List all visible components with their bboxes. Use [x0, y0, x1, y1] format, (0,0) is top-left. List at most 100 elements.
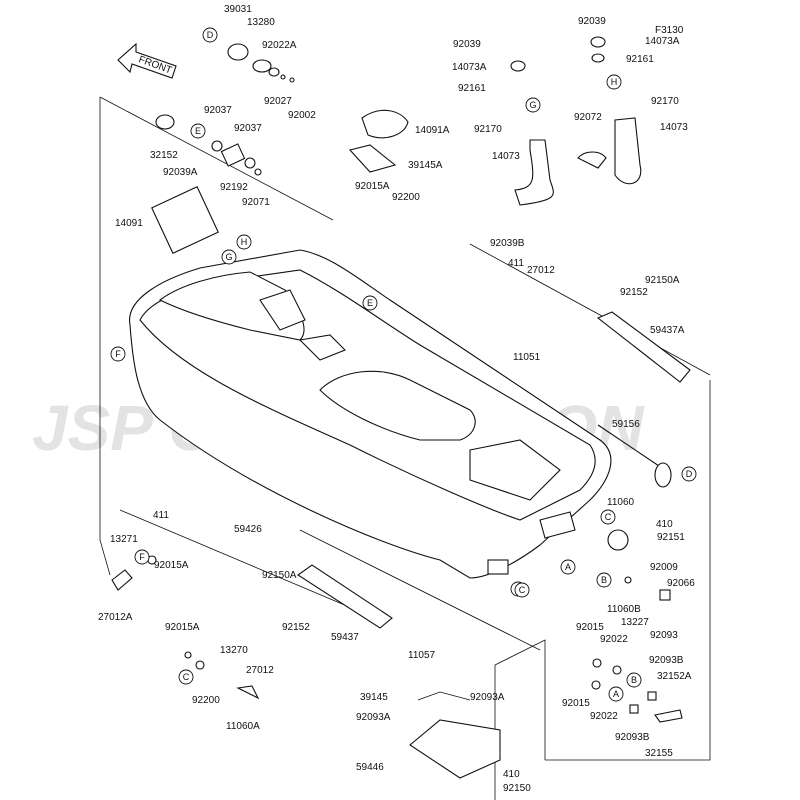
part-label-22: 11051: [513, 352, 541, 363]
part-label-59: 92150: [503, 783, 531, 794]
intake-tubes: [510, 36, 642, 206]
part-label-44: 27012A: [98, 612, 133, 623]
callout-e-5: E: [362, 295, 378, 311]
svg-text:A: A: [613, 689, 619, 699]
part-label-60: 92039: [578, 16, 606, 27]
part-label-53: 11057: [408, 650, 436, 661]
part-label-64: 92072: [574, 112, 602, 123]
callout-f-4: F: [110, 346, 126, 362]
part-label-29: 11060B: [607, 604, 641, 615]
svg-text:H: H: [611, 77, 618, 87]
part-label-66: 92039: [453, 39, 481, 50]
part-label-34: 92093B: [649, 655, 684, 666]
part-label-47: 59437: [331, 632, 359, 643]
svg-text:F: F: [139, 552, 145, 562]
part-label-28: 92066: [667, 578, 695, 589]
part-label-16: 92039B: [490, 238, 525, 249]
cover-14091A: [348, 109, 409, 173]
callout-g-2: G: [221, 249, 237, 265]
side-strip-59437A: [596, 311, 691, 383]
part-label-17: 411: [508, 258, 524, 269]
part-label-24: 410: [656, 519, 673, 530]
part-label-7: 92037: [234, 123, 262, 134]
filler-screw-assy: [151, 43, 295, 254]
part-label-55: 92093A: [470, 692, 505, 703]
part-label-18: 27012: [527, 265, 555, 276]
part-label-23: 59156: [612, 419, 640, 430]
part-label-68: 92161: [458, 83, 486, 94]
part-label-37: 92022: [590, 711, 618, 722]
svg-text:A: A: [565, 562, 571, 572]
part-label-40: 59426: [234, 524, 262, 535]
part-label-21: 59437A: [650, 325, 685, 336]
callout-h-3: H: [236, 234, 252, 250]
part-label-39: 32155: [645, 748, 673, 759]
callout-b-9: B: [596, 572, 612, 588]
part-label-1: 13280: [247, 17, 275, 28]
part-label-50: 27012: [246, 665, 274, 676]
svg-text:G: G: [529, 100, 536, 110]
part-label-45: 92150A: [262, 570, 297, 581]
part-label-26: 11060: [607, 497, 635, 508]
small-parts-left: [111, 555, 260, 700]
front-arrow-icon: FRONT: [117, 42, 177, 79]
part-label-42: 411: [153, 510, 169, 521]
part-label-41: 13271: [110, 534, 138, 545]
hull-body: [129, 249, 612, 579]
callout-c-6: C: [600, 509, 616, 525]
callout-f-12: F: [134, 549, 150, 565]
part-label-38: 92093B: [615, 732, 650, 743]
part-label-11: 14091: [115, 218, 143, 229]
part-label-19: 92150A: [645, 275, 680, 286]
svg-text:G: G: [225, 252, 232, 262]
svg-text:C: C: [605, 512, 612, 522]
part-label-31: 92093: [650, 630, 678, 641]
callout-layer: DEGHFECCABCDFCABGH: [110, 27, 697, 702]
part-label-14: 92015A: [355, 181, 390, 192]
part-label-27: 92009: [650, 562, 678, 573]
part-label-12: 14091A: [415, 125, 450, 136]
callout-g-16: G: [525, 97, 541, 113]
part-label-43: 92015A: [154, 560, 189, 571]
part-label-58: 410: [503, 769, 520, 780]
part-label-32: 92015: [576, 622, 604, 633]
callout-d-0: D: [202, 27, 218, 43]
part-label-2: 92022A: [262, 40, 297, 51]
part-label-33: 92022: [600, 634, 628, 645]
svg-text:C: C: [519, 585, 526, 595]
part-label-51: 92200: [192, 695, 220, 706]
part-label-3: 92027: [264, 96, 292, 107]
part-label-36: 92015: [562, 698, 590, 709]
part-label-57: 59446: [356, 762, 384, 773]
drawing-code-layer: F3130: [655, 25, 684, 36]
svg-text:C: C: [183, 672, 190, 682]
part-label-layer: 390311328092022A920279200292037321529203…: [98, 4, 695, 794]
ride-plate-59446: [409, 691, 501, 779]
pipe-59156: [597, 424, 672, 488]
part-label-48: 92015A: [165, 622, 200, 633]
callout-b-15: B: [626, 672, 642, 688]
callout-e-1: E: [190, 123, 206, 139]
part-label-56: 92093A: [356, 712, 391, 723]
svg-text:D: D: [207, 30, 214, 40]
callout-a-8: A: [560, 559, 576, 575]
callout-d-11: D: [681, 466, 697, 482]
part-label-6: 32152: [150, 150, 178, 161]
svg-text:E: E: [195, 126, 201, 136]
part-label-35: 32152A: [657, 671, 692, 682]
drawing-code: F3130: [655, 25, 684, 36]
part-label-69: 92170: [474, 124, 502, 135]
part-label-13: 39145A: [408, 160, 443, 171]
part-label-49: 13270: [220, 645, 248, 656]
part-label-5: 92037: [204, 105, 232, 116]
svg-text:B: B: [631, 675, 637, 685]
svg-text:D: D: [686, 469, 693, 479]
callout-a-14: A: [608, 686, 624, 702]
part-label-62: 92161: [626, 54, 654, 65]
part-label-10: 92039A: [163, 167, 198, 178]
part-label-8: 92192: [220, 182, 248, 193]
callout-c-10: C: [178, 669, 194, 685]
part-label-67: 14073A: [452, 62, 487, 73]
